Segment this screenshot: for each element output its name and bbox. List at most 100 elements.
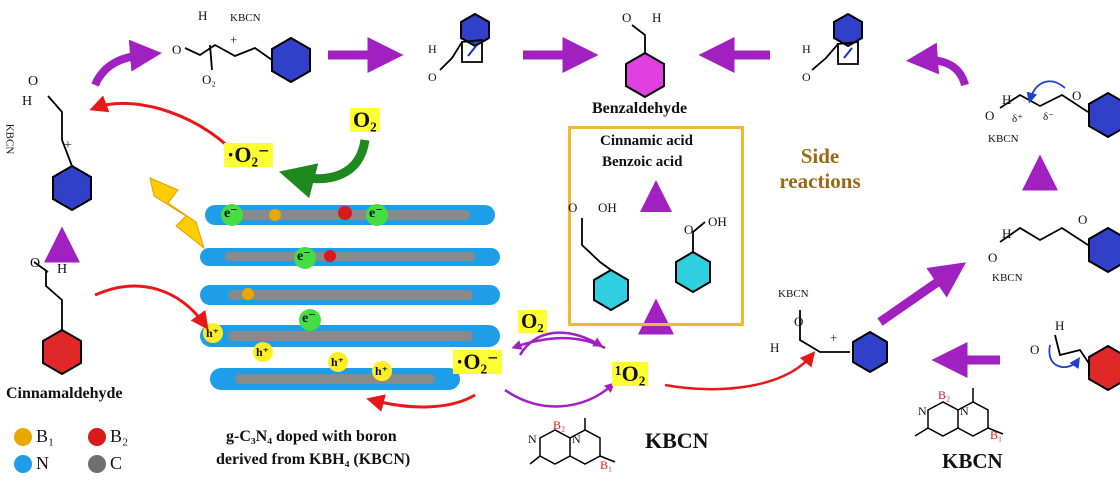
arrow-electron-shift — [1026, 80, 1066, 104]
legend-label-c: C — [110, 453, 123, 473]
catalyst-layer-4 — [200, 325, 500, 347]
side-reactions-line1: Side — [800, 144, 840, 168]
arrow-superoxide-to-singlet — [504, 382, 615, 408]
benzene-ring-peroxy-top — [1088, 91, 1120, 139]
benzene-ring-peroxy-mid — [1088, 226, 1120, 274]
atom-label-o: O — [794, 314, 804, 329]
atom-label-o: O — [1030, 342, 1040, 357]
atom-label-o: O — [988, 250, 998, 265]
electron-site — [299, 309, 321, 331]
benzoic-acid-label: Benzoic acid — [602, 154, 683, 170]
legend-label-n: N — [36, 453, 49, 473]
atom-label-o: O — [28, 74, 39, 89]
side-reactions-box — [568, 126, 744, 326]
arrow-o2-reduction — [278, 139, 370, 199]
catalyst-layer-3 — [200, 285, 500, 305]
benzene-ring-cinnamaldehyde-right — [1088, 344, 1120, 392]
electron-site — [221, 204, 243, 226]
lightning-bolt-icon — [149, 177, 205, 250]
atom-label-delta-plus: δ⁺ — [1012, 113, 1023, 125]
benzene-ring-benzaldehyde — [625, 51, 665, 99]
atom-label-h: H — [1055, 318, 1065, 333]
cinnamic-acid-label: Cinnamic acid — [600, 133, 693, 149]
electron-site — [294, 247, 316, 269]
benzene-ring-carbocation-right — [852, 330, 888, 374]
atom-label-kbcn: KBCN — [988, 133, 1019, 145]
dioxetane-markers — [467, 45, 853, 59]
hole-site — [253, 342, 273, 362]
atom-label-kbcn: KBCN — [3, 123, 16, 155]
kbcn-label-right: KBCN — [942, 449, 1003, 473]
atom-label-oh: OH — [598, 200, 617, 215]
superoxide-mid-label: ·O₂⁻ — [453, 349, 502, 375]
benzene-ring-carbocation-left — [52, 164, 92, 212]
atom-label-o: O — [1072, 88, 1082, 103]
legend-dot-c — [88, 455, 106, 473]
electron-label: e⁻ — [297, 249, 311, 264]
kbcn-label-middle: KBCN — [645, 428, 709, 453]
singlet-oxygen-label: ¹O₂ — [612, 361, 649, 387]
electron-label: e⁻ — [369, 206, 383, 221]
atom-label-o: O — [684, 222, 694, 237]
atom-label-h: H — [428, 42, 437, 56]
atom-label-h: H — [22, 94, 33, 109]
arrow-carbocation-to-peroxy — [877, 262, 967, 326]
kbcn-fragment-middle — [529, 418, 616, 465]
catalyst-caption-line2: derived from KBH₄ (KBCN) — [216, 451, 411, 468]
side-reactions-line2: reactions — [779, 169, 861, 194]
arrow-cinnamaldehyde-to-catalyst — [94, 284, 209, 330]
arrow-superoxide-to-catalyst — [366, 393, 476, 412]
arrow-superoxide-top-to-carbocation — [89, 95, 234, 152]
legend-dot-n — [14, 455, 32, 473]
hole-site — [372, 361, 392, 381]
atom-label-n: N — [960, 404, 969, 418]
atom-label-o: O — [1078, 212, 1088, 227]
atom-label-h: H — [802, 42, 811, 56]
boron-b1-atom — [269, 209, 281, 221]
kbcn-catalyst-layers — [200, 204, 500, 390]
atom-label-b1: B₁ — [600, 458, 613, 472]
atom-label-oh: OH — [708, 214, 727, 229]
atom-label-plus: + — [230, 32, 238, 47]
hole-label: h⁺ — [375, 364, 389, 378]
molecular-bonds — [33, 24, 1091, 366]
atom-label-kbcn: KBCN — [992, 272, 1023, 284]
boron-b1-atom — [242, 288, 254, 300]
atom-label-o: O — [172, 42, 182, 57]
o2-top-label: O₂ — [350, 107, 380, 133]
hole-site — [328, 352, 348, 372]
atom-label-o: O — [985, 108, 995, 123]
atom-label-h: H — [198, 8, 208, 23]
atom-label-h: H — [652, 10, 662, 25]
atom-label-plus: + — [830, 330, 838, 345]
atom-label-h: H — [770, 340, 780, 355]
arrow-to-top-intermediate — [91, 39, 162, 87]
hole-label: h⁺ — [206, 326, 220, 340]
arrow-superoxide-to-o2 — [518, 331, 604, 356]
reaction-arrows — [44, 37, 1081, 412]
legend-dot-b2 — [88, 428, 106, 446]
superoxide-top-label: ·O₂⁻ — [224, 142, 273, 168]
atom-label-b2: B₂ — [938, 388, 951, 402]
boron-b2-atom — [338, 206, 352, 220]
atom-label-h: H — [57, 262, 68, 277]
catalyst-layer-2 — [200, 248, 500, 266]
boron-b2-atom — [324, 250, 336, 262]
kbcn-fragment-right — [914, 388, 1004, 437]
hole-label: h⁺ — [256, 345, 270, 359]
hole-label: h⁺ — [331, 355, 345, 369]
arrow-electron-shift — [1048, 344, 1081, 369]
benzaldehyde-label: Benzaldehyde — [592, 100, 688, 117]
arrow-singlet-to-carbocation — [664, 351, 816, 391]
electron-label: e⁻ — [224, 206, 238, 221]
atom-label-o: O — [622, 10, 632, 25]
atom-label-o: O — [428, 70, 437, 84]
cinnamaldehyde-label: Cinnamaldehyde — [6, 385, 123, 402]
side-reactions-label: Side reactions — [770, 144, 870, 194]
arrow-o2-to-superoxide — [511, 336, 606, 350]
legend-label-b2: B₂ — [110, 426, 129, 446]
benzene-ring-dioxetane-2 — [833, 12, 863, 48]
benzene-ring-cinnamic-acid — [593, 268, 629, 312]
benzene-ring-top-intermediate — [271, 36, 311, 84]
atom-label-n: N — [918, 404, 927, 418]
